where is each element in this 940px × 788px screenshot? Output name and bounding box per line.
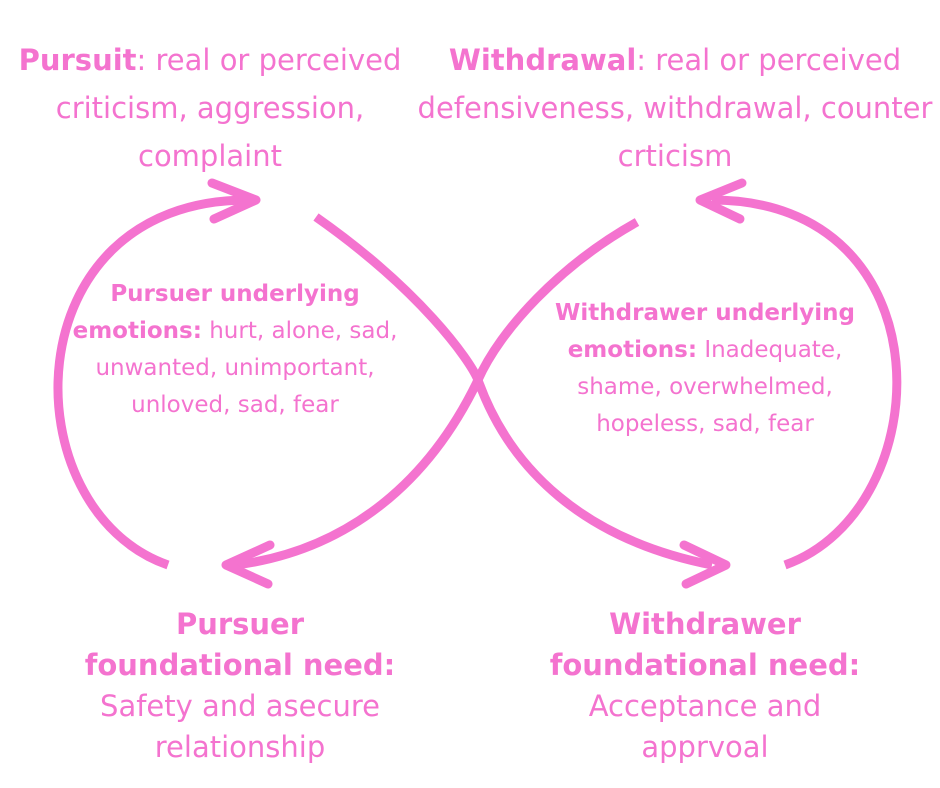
withdrawer-emotions-line2: Inadequate, <box>697 337 843 363</box>
withdrawer-emotions-line4: hopeless, sad, fear <box>596 411 814 437</box>
pursuer-need-line4: relationship <box>154 730 326 764</box>
pursuit-title: Pursuit <box>18 43 137 77</box>
arrowhead-bottom-right <box>679 540 731 589</box>
arrowhead-top-left <box>207 178 261 224</box>
withdrawal-line1: : real or perceived <box>636 43 902 77</box>
pursuer-emotions-heading: Pursuer underlying <box>110 281 360 307</box>
withdrawer-need-heading: Withdrawer <box>609 607 801 641</box>
pursuer-need-subheading: foundational need: <box>84 648 396 682</box>
pursuit-line1: : real or perceived <box>136 43 402 77</box>
withdrawer-emotions-line3: shame, overwhelmed, <box>577 374 833 400</box>
right-loop-arc <box>711 195 902 570</box>
pursuer-emotions-line3: unwanted, unimportant, <box>95 355 375 381</box>
withdrawal-title: Withdrawal <box>448 43 637 77</box>
withdrawer-emotions-heading: Withdrawer underlying <box>555 300 855 326</box>
pursuer-emotions-line4: unloved, sad, fear <box>131 392 339 418</box>
pursuer-need-line3: Safety and asecure <box>100 689 380 723</box>
withdrawer-emotions-text: Withdrawer underlying emotions: Inadequa… <box>535 295 875 443</box>
withdrawer-emotions-label: emotions: <box>567 337 698 363</box>
arrowhead-bottom-left <box>221 540 275 589</box>
pursuer-emotions-label: emotions: <box>72 318 202 344</box>
withdrawer-need-text: Withdrawer foundational need: Acceptance… <box>505 604 905 768</box>
withdrawer-need-line3: Acceptance and <box>588 689 822 723</box>
pursuer-emotions-text: Pursuer underlying emotions: hurt, alone… <box>70 276 400 424</box>
withdrawal-label: Withdrawal: real or perceived defensiven… <box>410 36 940 180</box>
pursuit-line2: criticism, aggression, <box>55 91 365 125</box>
withdrawal-line2: defensiveness, withdrawal, counter <box>417 91 933 125</box>
pursuer-need-heading: Pursuer <box>175 607 305 641</box>
withdrawal-line3: crticism <box>617 139 733 173</box>
pursuit-line3: complaint <box>138 139 282 173</box>
crossing-strand-pursuer-to-withdrawer <box>313 213 713 570</box>
crossing-strand-withdrawer-to-pursuer <box>235 218 640 570</box>
withdrawer-need-line4: apprvoal <box>641 730 769 764</box>
left-loop-arc <box>53 195 249 570</box>
pursuit-label: Pursuit: real or perceived criticism, ag… <box>0 36 420 180</box>
pursuer-emotions-line2: hurt, alone, sad, <box>201 318 398 344</box>
withdrawer-need-subheading: foundational need: <box>549 648 861 682</box>
arrowhead-top-right <box>695 178 747 224</box>
pursuer-need-text: Pursuer foundational need: Safety and as… <box>40 604 440 768</box>
